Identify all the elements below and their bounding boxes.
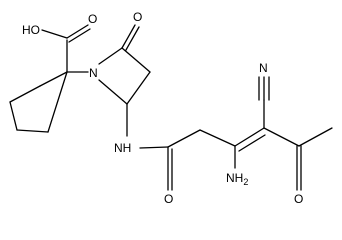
ring-n-label: N	[89, 66, 98, 80]
bond-cp-1	[39, 71, 68, 87]
bond-n-carbonyl	[98, 47, 123, 65]
bond-cp-3	[9, 101, 18, 131]
ketone-o-label: O	[294, 192, 303, 206]
carboxyl-o-label: O	[88, 12, 97, 26]
bond-ho-c	[41, 29, 68, 39]
bond-nh-amide-c	[139, 146, 169, 149]
amino-subscript: 2	[243, 177, 248, 187]
bond-amide-ch2	[167, 129, 201, 148]
bond-c-o-double-a	[66, 24, 89, 39]
bond-cc-double-a	[234, 127, 265, 147]
nitrile-n-label: N	[259, 61, 268, 75]
bond-cp-4	[16, 129, 49, 133]
bond-cc-double-b	[238, 134, 266, 152]
amide-o-label: O	[164, 192, 173, 206]
bond-cp-5	[47, 71, 68, 133]
bond-c-o-double-b	[68, 28, 91, 43]
bond-ch2-ch	[126, 71, 151, 105]
bond-ch-n	[98, 79, 128, 105]
carboxyl-oh-label: HO	[22, 23, 40, 37]
structure-diagram: HO O O N N NH O NH2 O	[9, 10, 333, 206]
lactam-o-label: O	[133, 10, 142, 24]
amide-nh-label: NH	[114, 141, 131, 155]
amino-label: NH2	[226, 171, 248, 187]
bond-cp-2	[9, 85, 41, 103]
bond-ch2-vinyl	[199, 129, 236, 147]
bond-c-acetyl	[263, 127, 300, 147]
bond-carbonyl-ch2	[121, 47, 151, 73]
bond-lactam-co-a	[121, 24, 136, 49]
amino-nh-text: NH	[226, 171, 243, 185]
molecule-svg: HO O O N N NH O NH2 O	[9, 10, 333, 206]
bond-acetyl-methyl	[298, 127, 333, 147]
bond-lactam-co-b	[125, 26, 140, 51]
